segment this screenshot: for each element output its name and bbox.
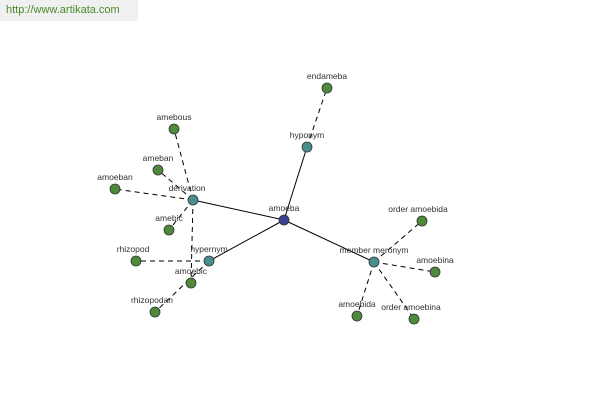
- node-hyponym[interactable]: hyponym: [290, 130, 325, 153]
- node-order-amoebida[interactable]: order amoebida: [388, 204, 448, 227]
- node-label-hyponym: hyponym: [290, 130, 325, 140]
- node-dot-derivation[interactable]: [187, 194, 199, 206]
- node-ameban[interactable]: ameban: [143, 153, 174, 176]
- node-dot-amoeban[interactable]: [109, 183, 121, 195]
- node-endameba[interactable]: endameba: [307, 71, 347, 94]
- node-label-endameba: endameba: [307, 71, 347, 81]
- node-label-amoeba: amoeba: [269, 203, 300, 213]
- node-dot-ameban[interactable]: [152, 164, 164, 176]
- edge-derivation-amoeban: [114, 188, 194, 201]
- node-dot-amoebina[interactable]: [429, 266, 441, 278]
- node-amoebina[interactable]: amoebina: [416, 255, 454, 278]
- node-dot-amebic[interactable]: [163, 224, 175, 236]
- edge-derivation-amoebic: [190, 199, 194, 284]
- node-label-amoebic: amoebic: [175, 266, 208, 276]
- edge-member-meronym-amoebina: [373, 261, 436, 273]
- edge-derivation-ameban: [157, 169, 194, 201]
- node-dot-rhizopod[interactable]: [130, 255, 142, 267]
- node-label-ameban: ameban: [143, 153, 174, 163]
- node-label-order-amoebida: order amoebida: [388, 204, 448, 214]
- node-dot-amoebida[interactable]: [351, 310, 363, 322]
- node-derivation[interactable]: derivation: [169, 183, 206, 206]
- node-amebous[interactable]: amebous: [157, 112, 192, 135]
- node-order-amoebina[interactable]: order amoebina: [381, 302, 441, 325]
- edge-hyponym-endameba: [306, 87, 328, 148]
- node-label-member-meronym: member meronym: [340, 245, 409, 255]
- edge-amoeba-member-meronym: [283, 219, 375, 263]
- node-dot-endameba[interactable]: [321, 82, 333, 94]
- edge-member-meronym-amoebida: [356, 261, 375, 317]
- node-amoeban[interactable]: amoeban: [97, 172, 133, 195]
- source-url[interactable]: http://www.artikata.com: [0, 0, 138, 21]
- edge-derivation-amebous: [173, 128, 194, 201]
- node-hypernym[interactable]: hypernym: [190, 244, 228, 267]
- edge-amoeba-derivation: [192, 199, 285, 221]
- node-amebic[interactable]: amebic: [155, 213, 183, 236]
- node-dot-order-amoebida[interactable]: [416, 215, 428, 227]
- node-dot-hyponym[interactable]: [301, 141, 313, 153]
- edge-member-meronym-order-amoebina: [373, 261, 415, 320]
- node-label-amoebina: amoebina: [416, 255, 454, 265]
- node-dot-rhizopodan[interactable]: [149, 306, 161, 318]
- node-dot-amoeba[interactable]: [278, 214, 290, 226]
- node-dot-amoebic[interactable]: [185, 277, 197, 289]
- edges-layer: [114, 87, 436, 320]
- node-label-amebic: amebic: [155, 213, 183, 223]
- node-dot-order-amoebina[interactable]: [408, 313, 420, 325]
- node-rhizopod[interactable]: rhizopod: [117, 244, 150, 267]
- node-label-amoeban: amoeban: [97, 172, 133, 182]
- node-label-hypernym: hypernym: [190, 244, 227, 254]
- node-label-derivation: derivation: [169, 183, 206, 193]
- node-member-meronym[interactable]: member meronym: [340, 245, 409, 268]
- node-label-amebous: amebous: [157, 112, 192, 122]
- edge-member-meronym-order-amoebida: [373, 220, 423, 263]
- node-label-amoebida: amoebida: [338, 299, 376, 309]
- edge-derivation-amebic: [168, 199, 194, 231]
- node-dot-hypernym[interactable]: [203, 255, 215, 267]
- node-dot-amebous[interactable]: [168, 123, 180, 135]
- node-rhizopodan[interactable]: rhizopodan: [131, 295, 173, 318]
- node-dot-member-meronym[interactable]: [368, 256, 380, 268]
- node-amoeba[interactable]: amoeba: [269, 203, 300, 226]
- node-label-order-amoebina: order amoebina: [381, 302, 441, 312]
- edge-amoeba-hyponym: [283, 146, 308, 221]
- nodes-layer: endameba amebous ameban amoeban amebic amoebi…: [97, 71, 454, 325]
- node-label-rhizopodan: rhizopodan: [131, 295, 173, 305]
- node-amoebida[interactable]: amoebida: [338, 299, 376, 322]
- edge-hypernym-rhizopodan: [154, 260, 210, 313]
- node-amoebic[interactable]: amoebic: [175, 266, 208, 289]
- edge-amoeba-hypernym: [208, 219, 285, 262]
- node-label-rhizopod: rhizopod: [117, 244, 150, 254]
